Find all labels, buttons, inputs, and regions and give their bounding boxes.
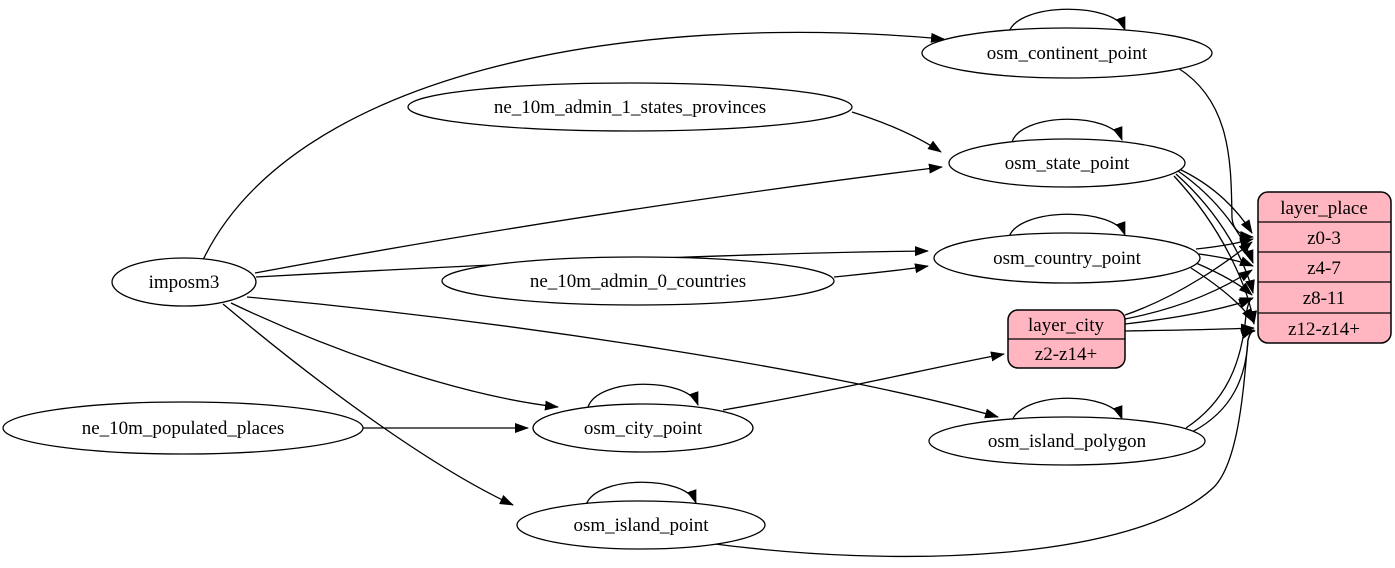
- edge-osm-country-point-to-z0-3: [1195, 237, 1254, 250]
- node-ne-10m-populated-places: ne_10m_populated_places: [2, 401, 364, 455]
- edge-osm-island-polygon-to-z8-11: [1185, 297, 1254, 429]
- node-osm-city-shape: [532, 403, 754, 453]
- node-osm-country-point: osm_country_point: [933, 232, 1201, 284]
- record-layer-place-row-z0-3: z0-3: [1307, 228, 1341, 249]
- node-ne-populated-label: ne_10m_populated_places: [82, 418, 285, 439]
- self-loop-osm-island-polygon: [1011, 397, 1123, 422]
- record-layer-place-row-z4-7: z4-7: [1307, 258, 1341, 279]
- record-layer-city: layer_city z2-z14+: [1007, 309, 1126, 369]
- node-ne-10m-admin-1-states-provinces: ne_10m_admin_1_states_provinces: [407, 82, 853, 132]
- record-layer-place-row-z8-11: z8-11: [1303, 288, 1346, 309]
- edge-imposm3-to-osm-state-point: [254, 163, 943, 274]
- record-layer-place-row-z12-z14: z12-z14+: [1288, 319, 1360, 340]
- record-layer-city-row-z2-z14: z2-z14+: [1035, 344, 1097, 365]
- edge-ne-countries-to-osm-country-point: [833, 263, 929, 278]
- edge-osm-city-point-to-layer-city: [722, 351, 1005, 411]
- edge-osm-state-point-to-z8-11: [1175, 173, 1255, 294]
- edge-layer-city-to-z4-7: [1124, 269, 1253, 320]
- node-imposm3-shape: [111, 257, 257, 307]
- node-imposm3: imposm3: [111, 257, 257, 307]
- edge-layer-city-to-z0-3: [1124, 241, 1253, 316]
- node-ne-states-shape: [407, 82, 853, 132]
- self-loop-osm-country-point: [1008, 213, 1126, 238]
- edge-osm-state-point-to-z0-3: [1176, 167, 1253, 234]
- node-osm-continent-point: osm_continent_point: [921, 27, 1213, 79]
- edge-osm-country-point-to-z12-z14: [1190, 267, 1254, 323]
- node-ne-countries-shape: [441, 256, 835, 306]
- node-osm-state-shape: [948, 138, 1186, 188]
- self-loop-osm-island-point: [585, 481, 697, 506]
- edge-osm-island-point-to-z12-z14: [699, 326, 1256, 558]
- edge-osm-continent-point-to-z0-3: [1177, 67, 1254, 241]
- record-layer-place-title: layer_place: [1280, 198, 1368, 219]
- record-layer-place: layer_place z0-3 z4-7 z8-11 z12-z14+: [1257, 191, 1392, 344]
- edge-layer-city-to-z12-z14: [1124, 323, 1255, 334]
- edge-osm-country-point-to-z4-7: [1198, 253, 1254, 267]
- node-ne-10m-admin-0-countries: ne_10m_admin_0_countries: [441, 256, 835, 306]
- self-loop-osm-state-point: [1011, 118, 1123, 143]
- edge-group: [201, 8, 1257, 558]
- edge-imposm3-to-osm-island-point: [222, 303, 514, 506]
- node-osm-continent-shape: [921, 27, 1213, 79]
- edge-osm-country-point-to-z8-11: [1195, 262, 1253, 296]
- node-osm-city-label: osm_city_point: [584, 418, 703, 439]
- node-ne-countries-label: ne_10m_admin_0_countries: [530, 271, 746, 292]
- node-osm-country-label: osm_country_point: [993, 248, 1141, 269]
- self-loop-osm-city-point: [587, 383, 699, 408]
- node-osm-island-polygon-shape: [928, 416, 1206, 466]
- node-osm-state-point: osm_state_point: [948, 138, 1186, 188]
- node-osm-state-label: osm_state_point: [1005, 153, 1130, 174]
- node-osm-island-polygon-label: osm_island_polygon: [988, 431, 1147, 452]
- node-imposm3-label: imposm3: [149, 272, 220, 293]
- edge-layer-city-to-z8-11: [1124, 298, 1253, 325]
- edge-osm-state-point-to-z4-7: [1177, 170, 1254, 264]
- node-osm-island-polygon: osm_island_polygon: [928, 416, 1206, 466]
- node-osm-island-point-shape: [516, 500, 766, 550]
- edge-imposm3-to-osm-island-polygon: [246, 296, 999, 419]
- node-osm-continent-label: osm_continent_point: [987, 43, 1148, 64]
- node-osm-island-point: osm_island_point: [516, 500, 766, 550]
- node-ne-states-label: ne_10m_admin_1_states_provinces: [494, 97, 766, 118]
- node-osm-island-point-label: osm_island_point: [573, 515, 709, 536]
- record-layer-city-title: layer_city: [1028, 315, 1104, 336]
- record-layer-place-box: [1257, 191, 1392, 344]
- node-osm-city-point: osm_city_point: [532, 403, 754, 453]
- edge-imposm3-to-osm-continent-point: [201, 31, 945, 263]
- edge-imposm3-to-osm-city-point: [230, 302, 559, 411]
- node-osm-country-shape: [933, 232, 1201, 284]
- node-ne-populated-shape: [2, 401, 364, 455]
- self-loop-osm-continent-point: [1008, 8, 1126, 33]
- edge-ne-states-to-osm-state-point: [851, 111, 942, 153]
